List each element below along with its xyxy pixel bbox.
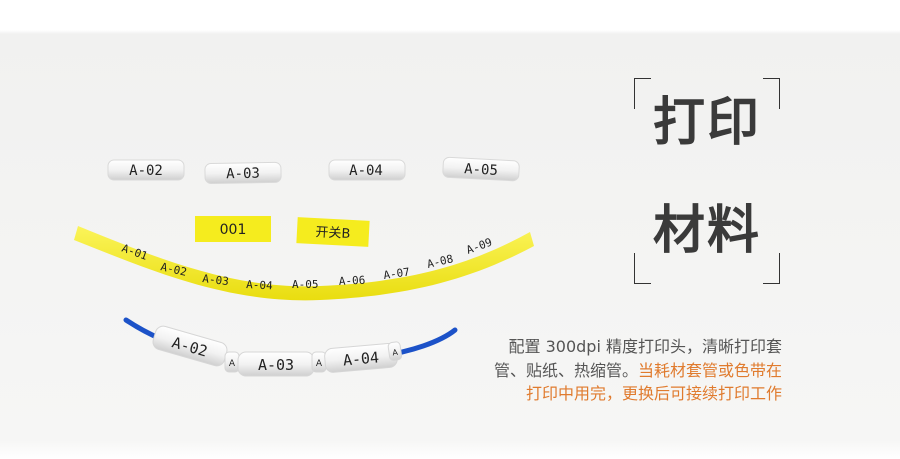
wire-tube-3-label: A-04 bbox=[342, 348, 380, 369]
strip-label-5: A-05 bbox=[292, 278, 319, 291]
top-tube-2-label: A-03 bbox=[226, 166, 260, 183]
wire-small-2-text: A bbox=[316, 359, 323, 369]
wire-small-3: A bbox=[387, 341, 403, 361]
feature-description: 配置 300dpi 精度打印头，清晰打印套管、贴纸、热缩管。当耗材套管或色带在打… bbox=[482, 335, 782, 406]
description-part-1: 配置 300dpi 精度打印头，清晰打印套管、贴纸、热缩管。 bbox=[493, 337, 782, 380]
yellow-strip bbox=[74, 226, 534, 301]
top-tube-1: A-02 bbox=[107, 159, 185, 181]
wire-tube-3: A-04 bbox=[324, 342, 398, 373]
section-heading: 打印 材料 bbox=[634, 78, 780, 284]
bracket-top-right bbox=[763, 78, 780, 109]
wire-small-1-text: A bbox=[229, 359, 236, 369]
bracket-bottom-left bbox=[634, 253, 651, 284]
heading-line-1: 打印 bbox=[652, 93, 761, 153]
yellow-label-2: 开关B bbox=[296, 217, 370, 247]
wire-small-3-text: A bbox=[392, 348, 399, 358]
wire-tube-2: A-03 bbox=[237, 351, 315, 377]
wire-small-1: A bbox=[224, 351, 240, 373]
strip-label-7: A-07 bbox=[383, 265, 411, 282]
top-tube-4: A-05 bbox=[442, 156, 520, 182]
strip-label-8: A-08 bbox=[426, 252, 455, 271]
bracket-bottom-right bbox=[763, 253, 780, 284]
yellow-label-2-text: 开关B bbox=[315, 225, 351, 242]
strip-label-3: A-03 bbox=[202, 272, 230, 288]
top-tube-4-label: A-05 bbox=[464, 161, 499, 179]
wire-tube-2-label: A-03 bbox=[258, 356, 294, 374]
bracket-top-left bbox=[634, 78, 651, 109]
top-tube-3-label: A-04 bbox=[349, 163, 383, 179]
wire-tube-1: A-02 bbox=[152, 325, 228, 367]
yellow-label-1: 001 bbox=[195, 216, 271, 242]
heading-line-2: 材料 bbox=[652, 201, 761, 261]
strip-label-6: A-06 bbox=[338, 274, 365, 288]
top-tube-2: A-03 bbox=[204, 161, 282, 185]
strip-label-2: A-02 bbox=[159, 260, 188, 279]
wire-small-2: A bbox=[311, 351, 327, 373]
top-tube-1-label: A-02 bbox=[129, 163, 163, 179]
yellow-label-1-text: 001 bbox=[220, 222, 247, 238]
strip-label-4: A-04 bbox=[246, 278, 274, 292]
top-tube-3: A-04 bbox=[328, 159, 406, 181]
description-highlight: 当耗材套管或色带在打印中用完，更换后可接续打印工作 bbox=[525, 360, 782, 404]
